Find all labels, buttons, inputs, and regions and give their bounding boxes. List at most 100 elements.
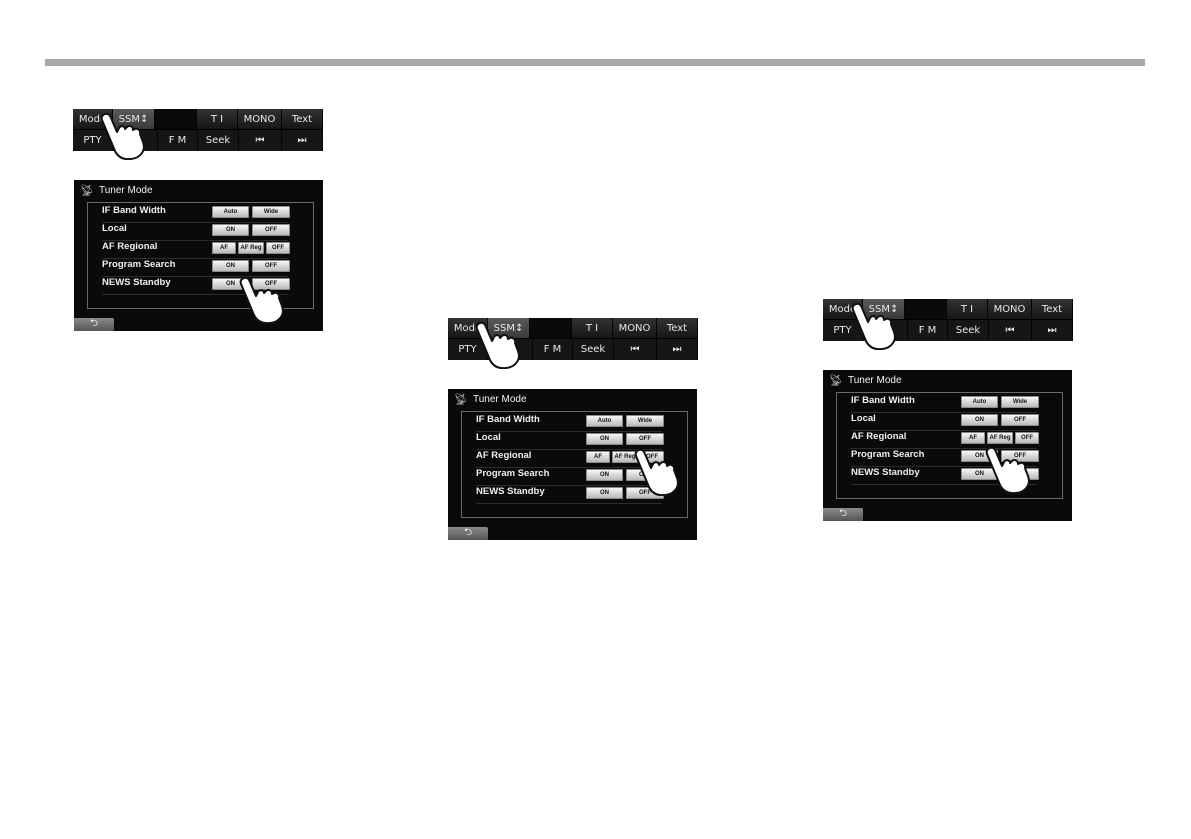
pty-button[interactable]: PTY	[823, 320, 863, 341]
settings-box: IF Band Width Auto Wide Local ON OFF AF …	[461, 411, 688, 518]
next-icon[interactable]: ⏭	[282, 130, 323, 151]
pty-button[interactable]: PTY	[448, 339, 488, 360]
auto-button[interactable]: Auto	[586, 415, 623, 427]
seek-button[interactable]: Seek	[573, 339, 614, 360]
ti-button[interactable]: T I	[572, 318, 613, 338]
row-label: NEWS Standby	[476, 486, 545, 497]
af-button[interactable]: AF	[212, 242, 236, 254]
back-button[interactable]: ⮌	[823, 508, 863, 521]
tuner-mode-panel-3: 📡︎ Tuner Mode IF Band Width Auto Wide Lo…	[823, 370, 1072, 521]
mode-button[interactable]: Mode	[448, 318, 488, 338]
preset-button[interactable]	[113, 130, 158, 151]
control-bar-1: Mode SSM↕ T I MONO Text PTY F M Seek ⏮ ⏭	[73, 109, 323, 151]
off-button[interactable]: OFF	[266, 242, 290, 254]
row-af-regional: AF Regional AF AF Reg OFF	[476, 449, 664, 468]
wide-button[interactable]: Wide	[626, 415, 664, 427]
row-news-standby: NEWS Standby ON OFF	[851, 466, 1039, 485]
text-button[interactable]: Text	[657, 318, 698, 338]
ti-button[interactable]: T I	[197, 109, 238, 129]
af-button[interactable]: AF	[961, 432, 985, 444]
on-button[interactable]: ON	[586, 487, 623, 499]
auto-button[interactable]: Auto	[961, 396, 998, 408]
off-button[interactable]: OFF	[640, 451, 664, 463]
row-label: NEWS Standby	[851, 467, 920, 478]
row-label: AF Regional	[102, 241, 158, 252]
on-button[interactable]: ON	[961, 468, 998, 480]
seek-button[interactable]: Seek	[948, 320, 989, 341]
tuner-mode-panel-2: 📡︎ Tuner Mode IF Band Width Auto Wide Lo…	[448, 389, 697, 540]
af-reg-button[interactable]: AF Reg	[987, 432, 1013, 444]
tuner-mode-panel-1: 📡︎ Tuner Mode IF Band Width Auto Wide Lo…	[74, 180, 323, 331]
back-button[interactable]: ⮌	[448, 527, 488, 540]
header-rule	[45, 59, 1145, 66]
wide-button[interactable]: Wide	[252, 206, 290, 218]
previous-icon[interactable]: ⏮	[239, 130, 282, 151]
row-if-band-width: IF Band Width Auto Wide	[851, 394, 1039, 413]
previous-icon[interactable]: ⏮	[614, 339, 657, 360]
row-program-search: Program Search ON OFF	[851, 448, 1039, 467]
band-button[interactable]: F M	[158, 130, 198, 151]
row-local: Local ON OFF	[476, 431, 664, 450]
next-icon[interactable]: ⏭	[1032, 320, 1073, 341]
mono-button[interactable]: MONO	[238, 109, 282, 129]
preset-button[interactable]	[863, 320, 908, 341]
mode-button[interactable]: Mode	[823, 299, 863, 319]
pty-button[interactable]: PTY	[73, 130, 113, 151]
on-button[interactable]: ON	[212, 278, 249, 290]
row-label: Local	[102, 223, 127, 234]
off-button[interactable]: OFF	[626, 469, 664, 481]
row-local: Local ON OFF	[851, 412, 1039, 431]
row-label: NEWS Standby	[102, 277, 171, 288]
row-label: AF Regional	[851, 431, 907, 442]
band-button[interactable]: F M	[908, 320, 948, 341]
mode-button[interactable]: Mode	[73, 109, 113, 129]
blank-cell	[155, 109, 197, 129]
on-button[interactable]: ON	[586, 469, 623, 481]
off-button[interactable]: OFF	[1015, 432, 1039, 444]
off-button[interactable]: OFF	[252, 224, 290, 236]
row-news-standby: NEWS Standby ON OFF	[102, 276, 290, 295]
row-label: AF Regional	[476, 450, 532, 461]
wide-button[interactable]: Wide	[1001, 396, 1039, 408]
back-arrow-icon: ⮌	[89, 318, 98, 329]
text-button[interactable]: Text	[282, 109, 323, 129]
mono-button[interactable]: MONO	[613, 318, 657, 338]
af-reg-button[interactable]: AF Reg	[612, 451, 638, 463]
on-button[interactable]: ON	[961, 450, 998, 462]
off-button[interactable]: OFF	[626, 487, 664, 499]
ti-button[interactable]: T I	[947, 299, 988, 319]
on-button[interactable]: ON	[212, 260, 249, 272]
ssm-button[interactable]: SSM↕	[488, 318, 530, 338]
on-button[interactable]: ON	[961, 414, 998, 426]
preset-button[interactable]	[488, 339, 533, 360]
row-if-band-width: IF Band Width Auto Wide	[476, 413, 664, 432]
off-button[interactable]: OFF	[252, 278, 290, 290]
row-label: IF Band Width	[851, 395, 915, 406]
panel-title: Tuner Mode	[472, 394, 527, 405]
next-icon[interactable]: ⏭	[657, 339, 698, 360]
ssm-button[interactable]: SSM↕	[113, 109, 155, 129]
on-button[interactable]: ON	[586, 433, 623, 445]
af-reg-button[interactable]: AF Reg	[238, 242, 264, 254]
off-button[interactable]: OFF	[626, 433, 664, 445]
off-button[interactable]: OFF	[1001, 468, 1039, 480]
off-button[interactable]: OFF	[1001, 414, 1039, 426]
text-button[interactable]: Text	[1032, 299, 1073, 319]
control-bar-3: Mode SSM↕ T I MONO Text PTY F M Seek ⏮ ⏭	[823, 299, 1073, 341]
ssm-button[interactable]: SSM↕	[863, 299, 905, 319]
af-button[interactable]: AF	[586, 451, 610, 463]
back-button[interactable]: ⮌	[74, 318, 114, 331]
off-button[interactable]: OFF	[252, 260, 290, 272]
previous-icon[interactable]: ⏮	[989, 320, 1032, 341]
row-label: Local	[851, 413, 876, 424]
mono-button[interactable]: MONO	[988, 299, 1032, 319]
auto-button[interactable]: Auto	[212, 206, 249, 218]
seek-button[interactable]: Seek	[198, 130, 239, 151]
off-button[interactable]: OFF	[1001, 450, 1039, 462]
back-arrow-icon: ⮌	[838, 508, 847, 519]
antenna-icon: 📡︎	[454, 394, 468, 406]
blank-cell	[905, 299, 947, 319]
panel-title: Tuner Mode	[98, 185, 153, 196]
on-button[interactable]: ON	[212, 224, 249, 236]
band-button[interactable]: F M	[533, 339, 573, 360]
